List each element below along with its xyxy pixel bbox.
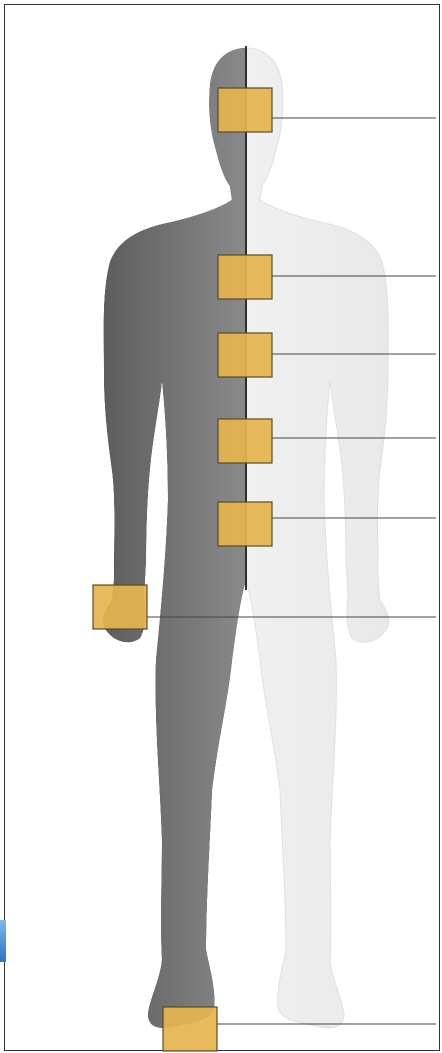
hand-marker xyxy=(93,585,147,629)
upper-abdomen-marker xyxy=(218,333,272,377)
chest-marker xyxy=(218,255,272,299)
pelvis-marker xyxy=(218,502,272,546)
foot-marker xyxy=(163,1007,217,1051)
head-marker xyxy=(218,88,272,132)
lower-abdomen-marker xyxy=(218,419,272,463)
